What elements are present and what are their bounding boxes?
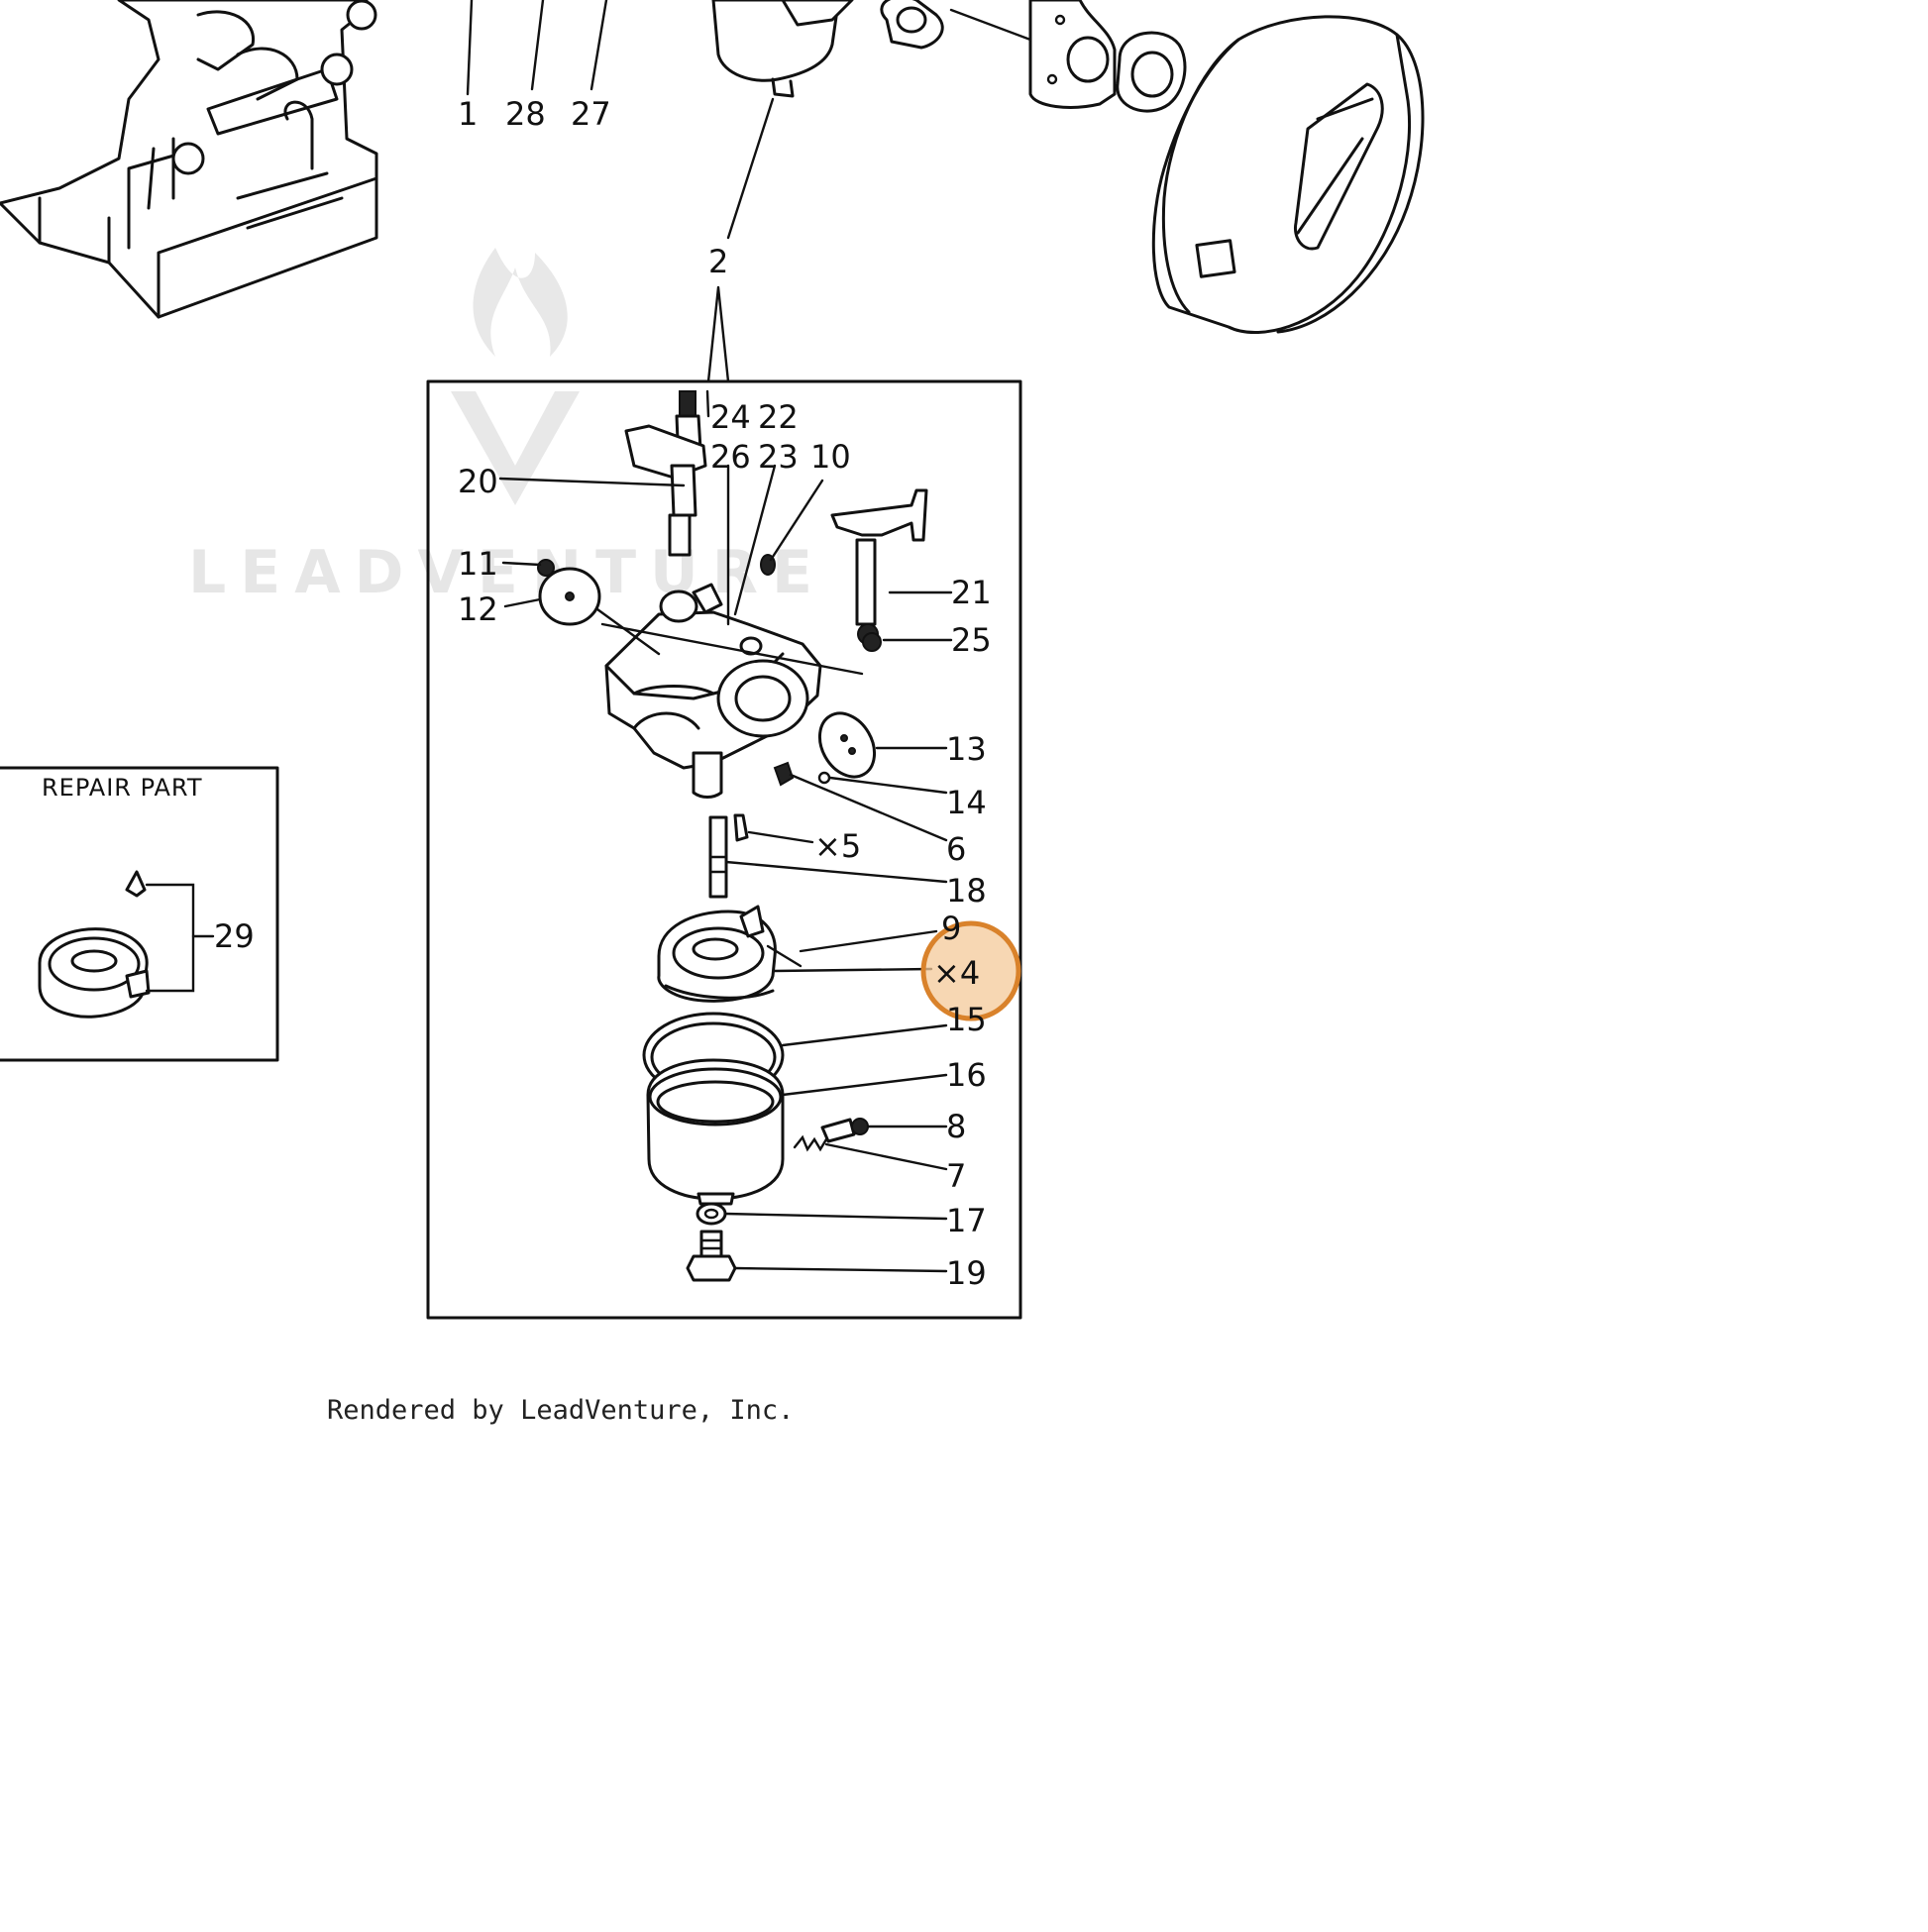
flame-logo-icon [473, 248, 568, 357]
callout-leaders [498, 389, 953, 1273]
emulsion-tube-18-drawing [708, 815, 728, 899]
callout-14[interactable]: 14 [946, 784, 987, 821]
screw-6-drawing [773, 761, 795, 787]
screw-11-drawing [537, 559, 555, 577]
callout-4-highlight[interactable] [920, 920, 1021, 1021]
callout-1: 1 [458, 95, 478, 133]
engine-block-drawing [0, 0, 378, 319]
top-callouts: 1 28 27 [458, 0, 611, 133]
callout-21[interactable]: 21 [951, 574, 992, 611]
callout-6[interactable]: 6 [946, 830, 966, 868]
repair-part-box: REPAIR PART 29 [0, 766, 279, 1062]
callout-29[interactable]: 29 [214, 917, 255, 955]
spring-25-drawing [862, 632, 882, 652]
callout-12[interactable]: 12 [458, 590, 498, 628]
callout-16[interactable]: 16 [946, 1056, 987, 1094]
throttle-plate-13-drawing [817, 711, 877, 779]
carburetor-top-drawing [711, 0, 854, 98]
screw-14-drawing [817, 771, 831, 785]
throttle-lever-drawing [830, 488, 928, 645]
spring-7-drawing [793, 1134, 828, 1152]
callout-19[interactable]: 19 [946, 1254, 987, 1292]
jet-5-drawing [733, 813, 749, 842]
callout-22[interactable]: 22 [758, 398, 799, 436]
insulator-drawing [1028, 0, 1117, 109]
bolt-19-drawing [686, 1230, 737, 1282]
callout-10[interactable]: 10 [810, 438, 851, 476]
rendered-by-footer: Rendered by LeadVenture, Inc. [327, 1395, 794, 1426]
callout-26[interactable]: 26 [710, 438, 751, 476]
carburetor-body-drawing [604, 583, 822, 799]
callout-17[interactable]: 17 [946, 1202, 987, 1239]
callout-27: 27 [571, 95, 611, 133]
callout-8[interactable]: 8 [946, 1108, 966, 1145]
watermark-text: LEADVENTURE [188, 538, 826, 607]
callout-28: 28 [505, 95, 546, 133]
screw-8-drawing [820, 1118, 869, 1143]
repair-jet-drawing [125, 870, 147, 898]
callout-20[interactable]: 20 [458, 463, 498, 500]
float-bowl-16-drawing [646, 1058, 785, 1206]
callout-labels: 24 22 26 23 10 20 11 12 21 25 13 14 ×5 6… [458, 398, 992, 1292]
repair-float-drawing [38, 927, 149, 1019]
washer-17-drawing [696, 1202, 727, 1226]
callout-15[interactable]: 15 [946, 1001, 987, 1038]
choke-shaft-drawing [624, 390, 707, 557]
air-cleaner-drawing [1151, 15, 1425, 335]
callout-18[interactable]: 18 [946, 872, 987, 910]
callout-11[interactable]: 11 [458, 545, 498, 583]
assembly-callout: 2 [706, 97, 775, 383]
v-logo-icon [451, 391, 580, 505]
callout-24[interactable]: 24 [710, 398, 751, 436]
callout-23[interactable]: 23 [758, 438, 799, 476]
callout-9[interactable]: 9 [941, 910, 961, 947]
gasket-2-drawing [1116, 31, 1187, 113]
callout-4[interactable]: ×4 [933, 954, 980, 992]
repair-part-title: REPAIR PART [42, 774, 203, 802]
callout-5[interactable]: ×5 [814, 827, 861, 865]
callout-13[interactable]: 13 [946, 730, 987, 768]
callout-2: 2 [708, 243, 728, 280]
callout-25[interactable]: 25 [951, 621, 992, 659]
callout-7[interactable]: 7 [946, 1157, 966, 1195]
gasket-drawing [880, 0, 944, 50]
float-drawing [657, 905, 803, 1003]
exploded-view-frame [426, 379, 1022, 1320]
